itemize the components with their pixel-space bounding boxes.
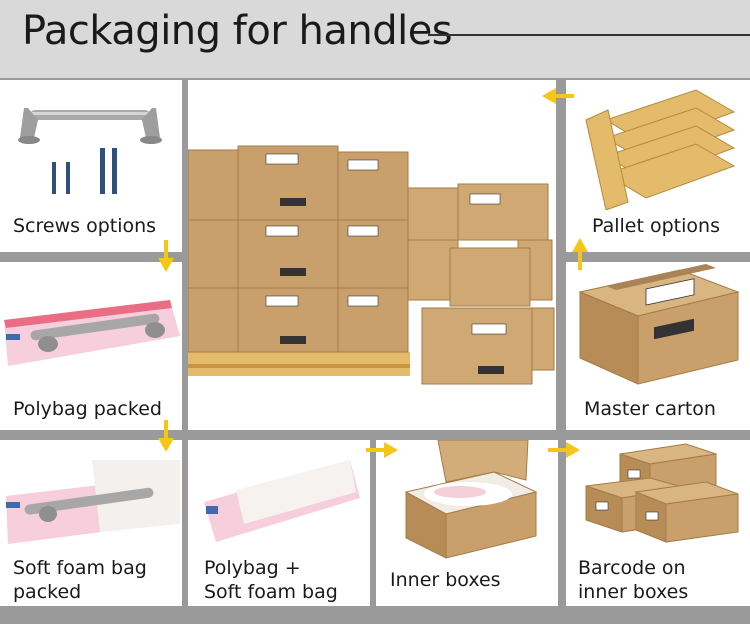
label-barcode-line2: inner boxes <box>578 581 689 603</box>
panel-inner-boxes: Inner boxes <box>376 440 558 606</box>
panel-master-carton: Master carton <box>566 262 750 430</box>
inner-box-illustration <box>404 440 538 559</box>
label-polybag-packed: Polybag packed <box>13 398 162 420</box>
label-polybag-foam-line2: Soft foam bag <box>204 581 338 603</box>
panel-polybag-packed: Polybag packed <box>0 262 182 430</box>
foam-bag-illustration <box>6 460 180 544</box>
label-master-carton: Master carton <box>584 398 716 420</box>
panel-barcode-inner-boxes: Barcode on inner boxes <box>566 440 750 606</box>
label-soft-foam-bag-line2: packed <box>13 581 82 603</box>
label-barcode-line1: Barcode on <box>578 557 686 579</box>
cartons-on-pallet-illustration <box>188 145 555 385</box>
header-bar: Packaging for handles <box>0 0 750 78</box>
page-title: Packaging for handles <box>22 8 453 54</box>
arrow-right-icon <box>548 442 580 458</box>
barcode-boxes-illustration <box>585 443 739 543</box>
arrow-right-icon <box>366 442 398 458</box>
master-carton-illustration <box>578 264 740 385</box>
arrow-down-icon <box>158 420 174 452</box>
label-inner-boxes: Inner boxes <box>390 569 501 591</box>
handle-with-screws-illustration <box>18 108 162 194</box>
arrow-up-icon <box>572 238 588 270</box>
panel-pallet-cartons-photo <box>188 80 556 430</box>
panel-soft-foam-bag-packed: Soft foam bag packed <box>0 440 182 606</box>
polybag-foam-illustration <box>204 460 360 542</box>
arrow-left-icon <box>542 88 574 104</box>
panel-polybag-plus-foam: Polybag + Soft foam bag <box>188 440 370 606</box>
pallet-stack-illustration <box>585 89 736 210</box>
label-soft-foam-bag-line1: Soft foam bag <box>13 557 147 579</box>
label-pallet-options: Pallet options <box>592 215 720 237</box>
panel-screws-options: Screws options <box>0 80 182 252</box>
title-divider <box>428 34 750 36</box>
panel-pallet-options: Pallet options <box>566 80 750 252</box>
label-polybag-foam-line1: Polybag + <box>204 557 301 579</box>
label-screws-options: Screws options <box>13 215 157 237</box>
arrow-down-icon <box>158 240 174 272</box>
polybag-illustration <box>4 300 180 366</box>
